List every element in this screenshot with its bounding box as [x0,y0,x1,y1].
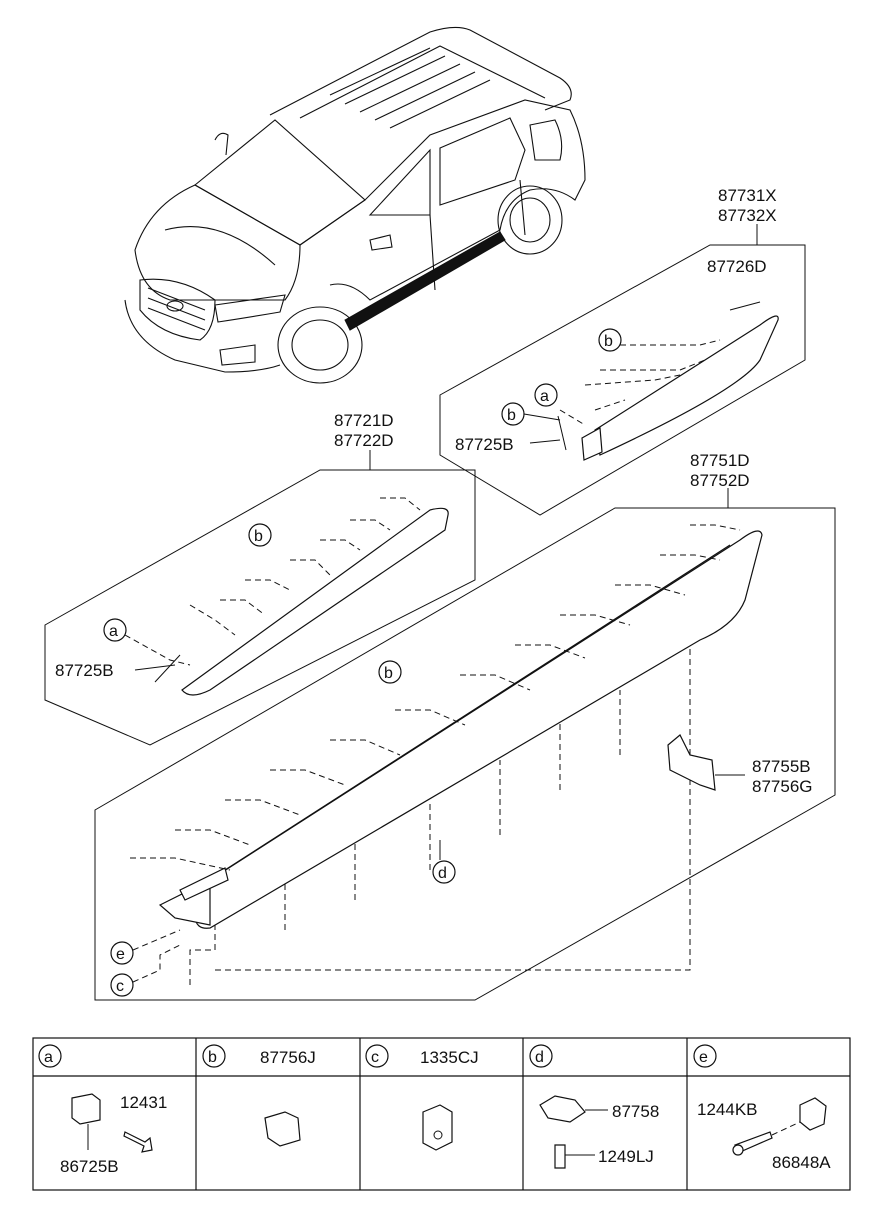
legend-key-e: e [699,1049,708,1066]
label-87721d: 87721D [334,411,394,430]
nut-86848a-icon [799,1097,827,1131]
group-87731x-outline [439,224,806,516]
marker-b-group3: b [384,665,393,682]
legend-part-1335cj: 1335CJ [420,1048,479,1067]
marker-b-group1-lower: b [507,407,516,424]
legend-part-1249lj: 1249LJ [598,1147,654,1166]
legend-key-d: d [535,1049,544,1066]
label-87725b-left: 87725B [55,661,114,680]
nut-87758-icon [539,1095,586,1123]
legend-part-12431: 12431 [120,1093,167,1112]
marker-b-group2: b [254,528,263,545]
legend-part-87758: 87758 [612,1102,659,1121]
label-87756g: 87756G [752,777,813,796]
legend-part-87756j: 87756J [260,1048,316,1067]
marker-c-group3: c [116,978,124,995]
part-moulding-door[interactable] [181,507,449,696]
legend-part-86725b: 86725B [60,1157,119,1176]
group-87751d-outline [94,488,836,1001]
marker-d-group3: d [438,865,447,882]
screw-1249lj-icon [554,1144,566,1169]
part-mud-flap[interactable] [667,734,716,791]
legend-table [32,1037,851,1191]
vehicle-illustration [124,26,586,384]
screw-12431-icon [123,1131,153,1153]
group-87721d-outline [44,450,476,746]
label-87751d: 87751D [690,451,750,470]
marker-e-group3: e [116,946,125,963]
marker-b-group1: b [604,333,613,350]
clip-1335cj-icon [422,1104,453,1151]
label-87731x: 87731X [718,186,777,205]
marker-a-group1: a [540,388,549,405]
label-87722d: 87722D [334,431,394,450]
clip-86725b-icon [71,1093,101,1125]
part-garnish-upper[interactable] [594,315,779,456]
label-87732x: 87732X [718,206,777,225]
label-87725b-right: 87725B [455,435,514,454]
label-87752d: 87752D [690,471,750,490]
marker-a-group2: a [109,623,118,640]
legend-key-a: a [44,1049,53,1066]
legend-part-86848a: 86848A [772,1153,831,1172]
legend-key-b: b [208,1049,217,1066]
label-87726d: 87726D [707,257,767,276]
part-side-sill[interactable] [194,530,763,929]
label-87755b: 87755B [752,757,811,776]
legend-key-c: c [371,1049,379,1066]
clip-87756j-icon [264,1111,301,1147]
legend-part-1244kb: 1244KB [697,1100,758,1119]
